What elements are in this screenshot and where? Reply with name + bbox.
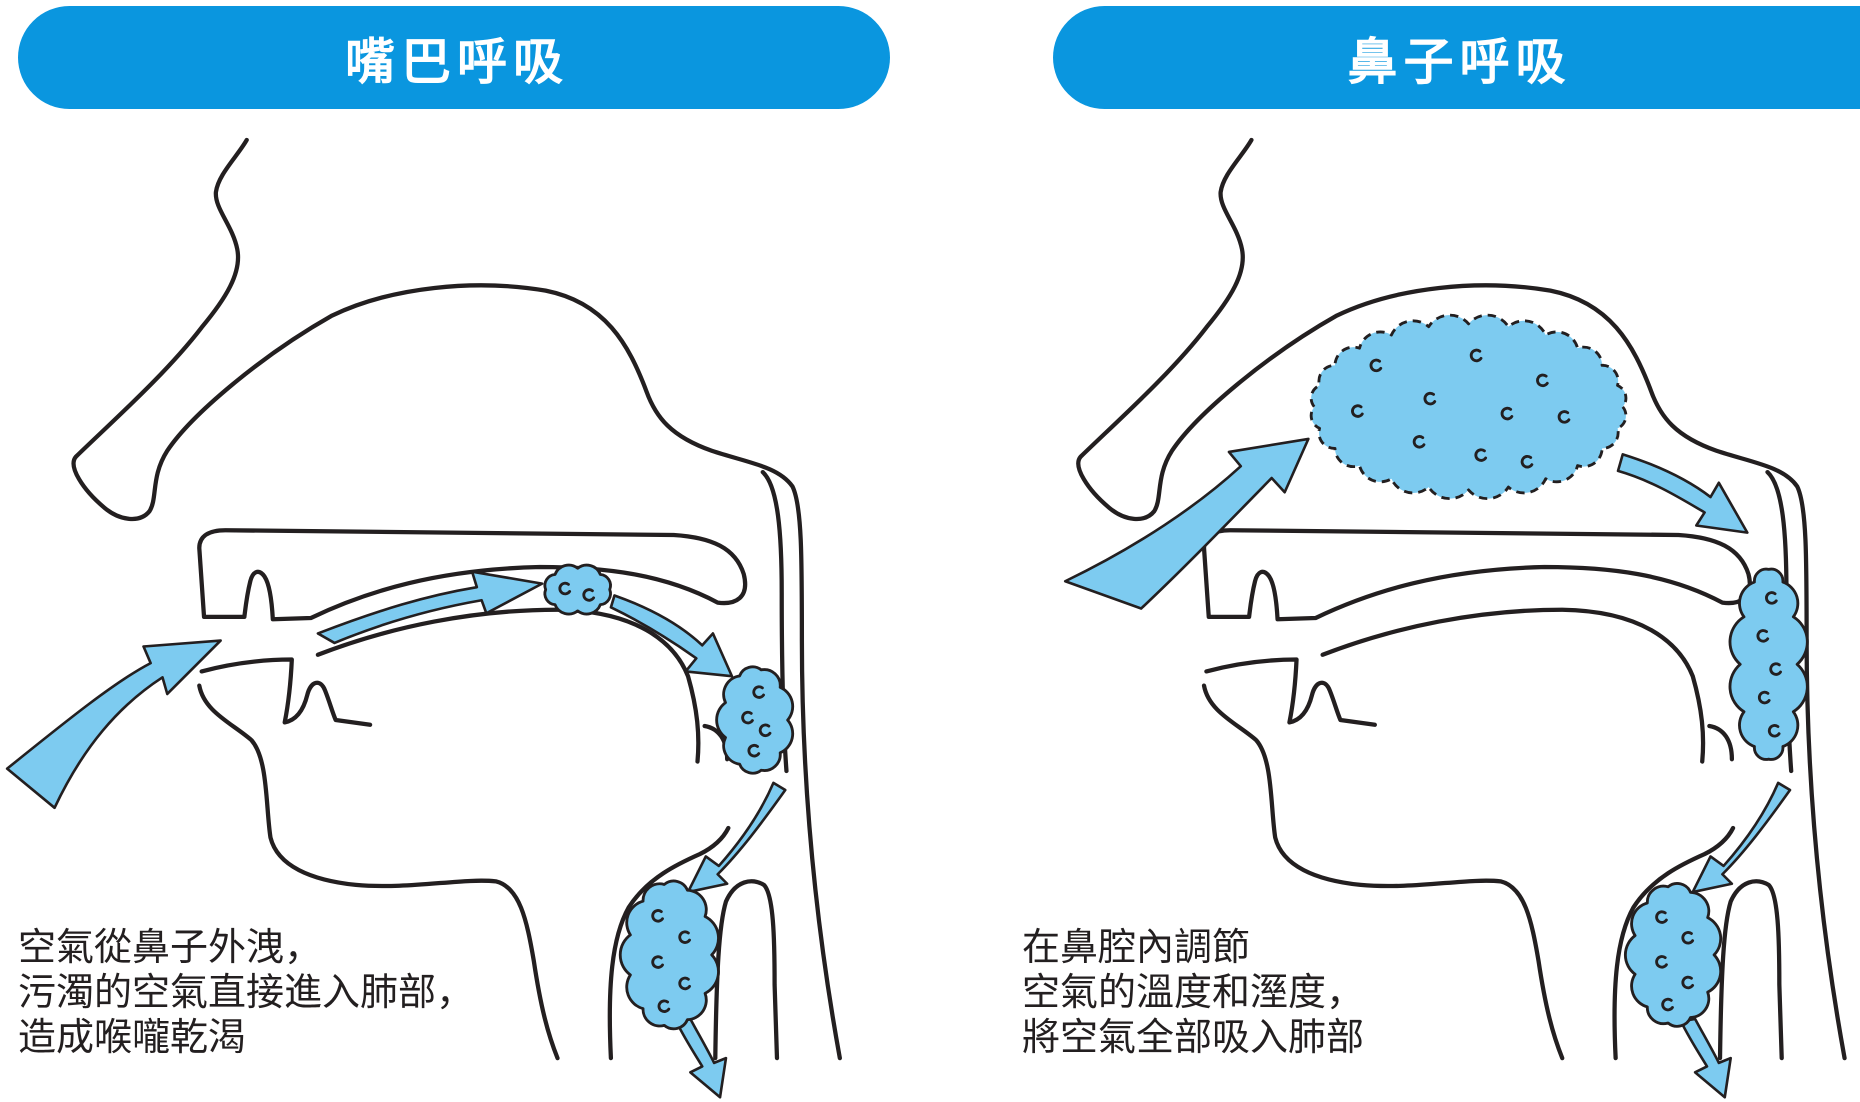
particle-dot xyxy=(1423,391,1437,406)
air-to-throat-arrow xyxy=(609,594,734,678)
particle-dot xyxy=(678,930,691,944)
cloud-body xyxy=(1309,313,1628,500)
particle-dot xyxy=(1757,690,1771,705)
particle-clouds-mouth-breathing xyxy=(543,563,795,1031)
nose-breathing-title: 鼻子呼吸 xyxy=(1347,32,1572,91)
particle-dot xyxy=(1469,348,1483,363)
particle-dot xyxy=(651,955,664,969)
air-through-mouth-arrow xyxy=(316,570,544,645)
air-down-trachea-arrow xyxy=(1691,781,1792,894)
caption-line-2: 污濁的空氣直接進入肺部， xyxy=(18,970,475,1014)
particle-dot xyxy=(1520,454,1534,469)
caption-line-2: 空氣的溫度和溼度， xyxy=(1022,970,1365,1014)
mouth-breathing-caption: 空氣從鼻子外洩， 污濁的空氣直接進入肺部， 造成喉嚨乾渴 xyxy=(18,925,474,1060)
cloud-body xyxy=(543,563,612,616)
particle-cloud-throat xyxy=(1728,567,1809,761)
particle-dot xyxy=(758,723,772,738)
cloud-body xyxy=(1728,567,1809,761)
particle-dot xyxy=(657,999,671,1013)
particle-dot xyxy=(1756,629,1770,643)
mouth-breathing-header: 嘴巴呼吸 xyxy=(18,6,890,109)
particle-cloud-lung xyxy=(1624,882,1723,1028)
air-nasal-to-throat-arrow xyxy=(1616,453,1749,534)
caption-line-3: 造成喉嚨乾渴 xyxy=(18,1015,247,1059)
air-down-trachea-arrow xyxy=(686,781,787,894)
particle-dot xyxy=(1500,406,1514,421)
particle-dot xyxy=(1369,358,1383,373)
particle-dot xyxy=(1681,931,1695,945)
particle-dot xyxy=(747,743,761,758)
particle-dot xyxy=(1681,975,1695,990)
particle-dot xyxy=(582,588,596,602)
particle-dot xyxy=(558,581,572,596)
caption-line-1: 在鼻腔內調節 xyxy=(1022,925,1251,969)
nose-breathing-illustration xyxy=(1063,140,1844,1099)
air-inflow-arrow xyxy=(5,639,222,810)
particle-dot xyxy=(1769,662,1782,676)
particle-dot xyxy=(1412,435,1426,449)
particle-cloud-nasal-cavity xyxy=(1309,313,1628,500)
mouth-breathing-title: 嘴巴呼吸 xyxy=(345,32,569,91)
particle-dot xyxy=(752,685,765,699)
particle-dot xyxy=(1474,448,1488,462)
nose-breathing-header: 鼻子呼吸 xyxy=(1053,6,1860,109)
nose-breathing-caption: 在鼻腔內調節 空氣的溫度和溼度， 將空氣全部吸入肺部 xyxy=(1022,925,1364,1060)
particle-dot xyxy=(651,909,664,923)
particle-dot xyxy=(1765,591,1778,605)
particle-dot xyxy=(741,710,754,725)
caption-line-1: 空氣從鼻子外洩， xyxy=(18,925,323,969)
nose-breathing-head-outline xyxy=(1078,140,1844,1058)
air-to-lungs-arrow xyxy=(674,1017,728,1099)
particle-dot xyxy=(1767,724,1781,738)
particle-dot xyxy=(1536,373,1549,388)
particle-dot xyxy=(1655,910,1668,924)
air-inflow-nose-arrow xyxy=(1063,437,1310,610)
particle-cloud-lung xyxy=(618,879,720,1031)
air-to-lungs-arrow xyxy=(1679,1017,1733,1099)
cloud-body xyxy=(715,665,795,775)
cloud-body xyxy=(618,879,720,1031)
particle-clouds-nose-breathing xyxy=(1309,313,1809,1028)
particle-dot xyxy=(1557,410,1571,424)
cloud-body xyxy=(1624,882,1723,1028)
particle-dot xyxy=(1655,955,1668,969)
particle-dot xyxy=(1661,997,1674,1012)
mouth-breathing-illustration xyxy=(5,140,840,1099)
particle-cloud-mouth xyxy=(543,563,612,616)
particle-dot xyxy=(1351,404,1364,418)
particle-dot xyxy=(678,976,691,991)
caption-line-3: 將空氣全部吸入肺部 xyxy=(1022,1015,1365,1059)
particle-cloud-throat xyxy=(715,665,795,775)
